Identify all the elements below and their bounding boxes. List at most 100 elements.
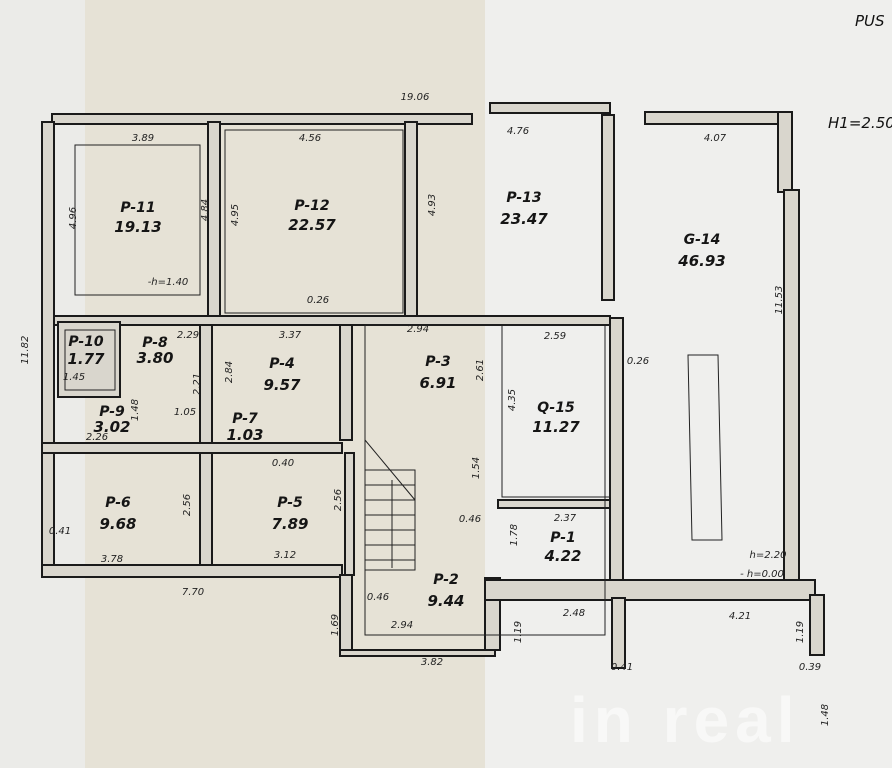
dimension-label: 4.96 (68, 207, 79, 229)
dimension-label: 19.06 (401, 92, 430, 103)
room-area: 7.89 (271, 515, 308, 533)
dimension-label: 2.56 (333, 489, 344, 511)
dimension-label: 2.29 (177, 330, 199, 341)
room-area: 3.02 (93, 418, 130, 436)
dimension-label: 2.21 (192, 373, 203, 395)
dimension-label: 0.46 (459, 514, 481, 525)
room-id: P-12 (294, 198, 329, 214)
room-id: P-9 (99, 404, 125, 420)
dimension-label: 4.21 (729, 611, 751, 622)
room-p-11: P-11 19.13 (114, 200, 161, 236)
room-area: 19.13 (114, 218, 161, 236)
room-id: P-1 (550, 530, 576, 546)
room-p-9: P-93.02 (93, 404, 130, 436)
dimension-label: 11.82 (20, 336, 31, 365)
walls (41, 102, 825, 669)
room-id: P-11 (120, 200, 155, 216)
room-p-10: P-101.77 (67, 334, 105, 368)
room-area: 1.03 (226, 426, 263, 444)
dimension-label: 1.54 (471, 457, 482, 479)
dimension-label: 0.46 (367, 592, 389, 603)
room-id: P-3 (425, 354, 451, 370)
dimension-label: 1.69 (330, 614, 341, 636)
room-p-12: P-12 22.57 (288, 198, 336, 234)
dimension-label: 2.84 (224, 361, 235, 383)
dimension-label: 11.53 (774, 286, 785, 315)
room-p-13: P-13 23.47 (500, 190, 548, 228)
room-area: 11.27 (532, 418, 580, 436)
dimension-label: 7.70 (182, 587, 204, 598)
room-id: P-13 (506, 190, 541, 206)
room-area: 23.47 (500, 210, 548, 228)
room-id: P-5 (277, 495, 303, 511)
room-p-8: P-83.80 (136, 335, 173, 367)
dimension-labels: 19.06 3.89 4.56 4.76 4.07 4.96 4.84 4.95… (20, 92, 831, 726)
room-id: P-8 (142, 335, 168, 351)
room-id: P-7 (232, 411, 258, 427)
room-area: 4.22 (543, 547, 581, 565)
room-id: G-14 (684, 232, 721, 248)
room-id: P-2 (433, 572, 459, 588)
room-id: Q-15 (537, 400, 575, 416)
room-p-7: P-71.03 (226, 411, 263, 444)
dimension-label: 4.76 (507, 126, 529, 137)
dimension-label: 3.89 (132, 133, 154, 144)
room-area: 9.68 (99, 515, 136, 533)
room-q-15: Q-15 11.27 (532, 400, 580, 436)
room-area: 22.57 (288, 216, 336, 234)
dimension-label: 4.84 (200, 199, 211, 221)
dimension-label: 1.19 (513, 621, 524, 643)
watermark: in real (570, 684, 801, 756)
room-p-3: P-3 6.91 (419, 354, 456, 392)
dimension-label: 1.45 (63, 372, 85, 383)
room-area: 9.57 (263, 376, 301, 394)
room-p-2: P-2 9.44 (427, 572, 464, 610)
dimension-label: - h=0.00 (740, 569, 784, 580)
room-id: P-4 (269, 356, 295, 372)
dimension-label: 4.07 (704, 133, 727, 144)
dimension-label: 1.05 (174, 407, 196, 418)
room-p-5: P-5 7.89 (271, 495, 308, 533)
dimension-label: 1.48 (820, 704, 831, 726)
room-p-1: P-14.22 (543, 530, 581, 565)
room-id: P-6 (105, 495, 131, 511)
plan-title: PUS (855, 12, 885, 30)
room-area: 46.93 (677, 252, 725, 270)
dimension-label: 0.26 (627, 356, 649, 367)
dimension-label: -h=1.40 (148, 277, 189, 288)
room-area: 9.44 (427, 592, 464, 610)
room-p-4: P-4 9.57 (263, 356, 301, 394)
dimension-label: 0.26 (307, 295, 329, 306)
dimension-label: 4.95 (230, 204, 241, 226)
dimension-label: 0.41 (49, 526, 71, 537)
dimension-label: 2.61 (475, 359, 486, 381)
height-note: H1=2.50 (828, 114, 892, 132)
dimension-label: 0.41 (611, 662, 633, 673)
dimension-label: 4.35 (507, 389, 518, 411)
dimension-label: 2.48 (563, 608, 585, 619)
dimension-label: 2.59 (544, 331, 566, 342)
room-g-14: G-14 46.93 (677, 232, 725, 270)
room-id: P-10 (68, 334, 104, 350)
dimension-label: 2.56 (182, 494, 193, 516)
dimension-label: 4.93 (427, 194, 438, 216)
dimension-label: h=2.20 (750, 550, 787, 561)
dimension-label: 0.40 (272, 458, 294, 469)
dimension-label: 2.26 (86, 432, 108, 443)
dimension-label: 3.12 (274, 550, 296, 561)
dimension-label: 1.19 (795, 621, 806, 643)
dimension-label: 0.39 (799, 662, 821, 673)
dimension-label: 2.94 (391, 620, 413, 631)
room-p-6: P-6 9.68 (99, 495, 136, 533)
dimension-label: 3.78 (101, 554, 123, 565)
dimension-label: 4.56 (299, 133, 321, 144)
dimension-label: 3.37 (279, 330, 302, 341)
room-area: 3.80 (136, 349, 173, 367)
dimension-label: 1.78 (509, 524, 520, 546)
room-area: 6.91 (419, 374, 456, 392)
dimension-label: 3.82 (421, 657, 443, 668)
staircase (364, 439, 416, 571)
room-area: 1.77 (67, 350, 105, 368)
